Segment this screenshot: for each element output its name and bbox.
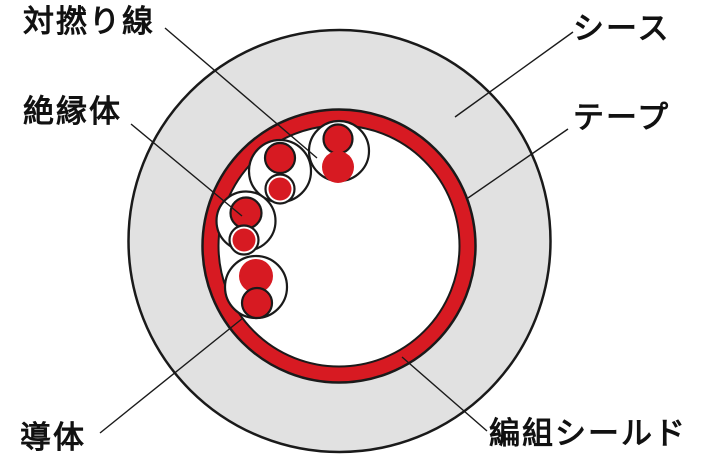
label-conductor: 導体 <box>20 420 86 456</box>
leader-line-tape <box>467 128 569 199</box>
label-sheath: シース <box>573 11 671 47</box>
conductor-core <box>268 177 292 201</box>
insulated-conductor <box>263 141 297 175</box>
leader-line-sheath <box>454 31 574 118</box>
insulated-conductor <box>229 196 263 230</box>
conductor-core <box>232 228 256 252</box>
label-insulator: 絶縁体 <box>23 94 122 130</box>
insulated-conductor <box>322 123 354 155</box>
conductor-core <box>322 151 354 183</box>
leader-line-braided-shield <box>401 356 488 432</box>
label-tape: テープ <box>573 100 671 136</box>
conductor-core <box>239 259 273 293</box>
leader-line-twisted-pair <box>164 27 318 159</box>
label-twisted-pair: 対撚り線 <box>23 4 155 40</box>
leader-line-insulator <box>130 123 243 217</box>
insulated-conductor <box>240 286 274 320</box>
label-braided-shield: 編組シールド <box>489 416 687 452</box>
leader-line-conductor <box>99 317 244 434</box>
